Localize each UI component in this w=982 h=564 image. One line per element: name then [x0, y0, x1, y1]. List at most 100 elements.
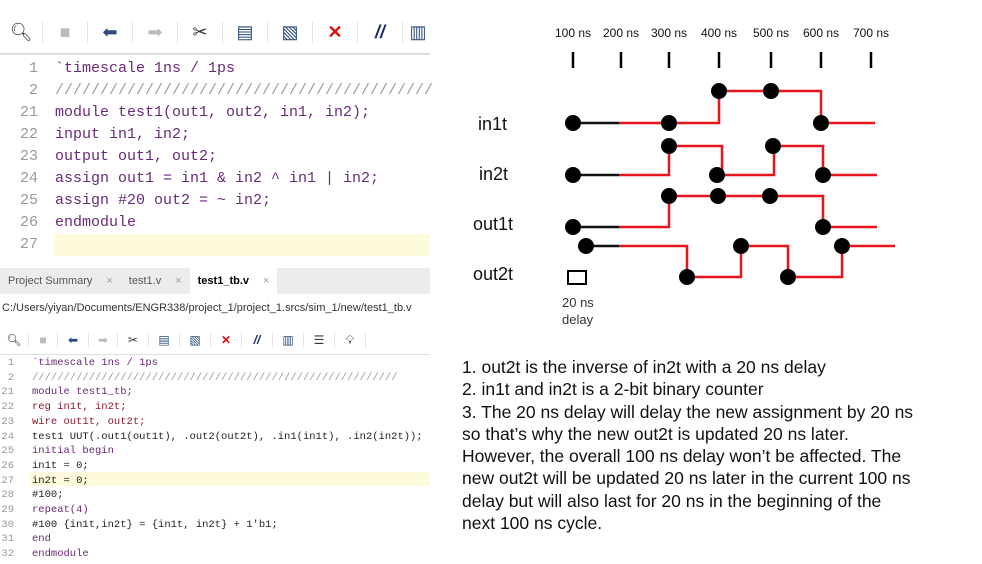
code-line[interactable]: endmodule	[55, 214, 137, 231]
tab-label: Project Summary	[8, 275, 93, 287]
out2t-transition-dot	[679, 269, 695, 285]
out2t-transition-dot	[578, 238, 594, 254]
code-line[interactable]: #100 {in1t,in2t} = {in1t, in2t} + 1'b1;	[32, 518, 278, 531]
cut-icon[interactable]: ✂	[118, 333, 149, 347]
line-number: 25	[19, 192, 38, 209]
code-line[interactable]: #100;	[32, 489, 64, 502]
note-line: 3. The 20 ns delay will delay the new as…	[462, 401, 914, 422]
out2t-transition-dot	[733, 238, 749, 254]
out1t-transition-dot	[762, 188, 778, 204]
code-line[interactable]: test1 UUT(.out1(out1t), .out2(out2t), .i…	[32, 430, 423, 443]
line-number: 21	[1, 386, 14, 399]
cut-icon[interactable]: ✂	[178, 21, 223, 43]
explanation-notes: 1. out2t is the inverse of in2t with a 2…	[462, 356, 982, 534]
save-icon[interactable]: ■	[29, 333, 58, 347]
columns-icon[interactable]: ▥	[273, 333, 304, 347]
current-line-highlight	[54, 234, 430, 256]
delete-icon[interactable]: ✕	[313, 21, 358, 43]
line-number: 31	[1, 533, 14, 546]
redo-icon[interactable]: ➡	[133, 21, 178, 43]
line-number: 22	[19, 126, 38, 143]
line-number: 21	[19, 104, 38, 121]
code-line[interactable]: reg in1t, in2t;	[32, 401, 127, 414]
code-line[interactable]: assign #20 out2 = ~ in2;	[55, 192, 272, 209]
copy-icon[interactable]: ▤	[223, 21, 268, 43]
code-line[interactable]: module test1(out1, out2, in1, in2);	[55, 104, 371, 121]
code-line[interactable]: in1t = 0;	[32, 459, 89, 472]
columns-icon[interactable]: ▥	[409, 21, 427, 42]
paste-icon[interactable]: ▧	[180, 333, 211, 347]
code-line[interactable]: `timescale 1ns / 1ps	[55, 60, 236, 77]
note-line: so that’s why the new out2t is updated 2…	[462, 423, 849, 444]
time-label: 600 ns	[803, 26, 839, 40]
code-line[interactable]: assign out1 = in1 & in2 ^ in1 | in2;	[55, 170, 380, 187]
line-number: 30	[1, 518, 14, 531]
delay-label: delay	[562, 312, 594, 327]
out2t-transition-dot	[834, 238, 850, 254]
code-line[interactable]: end	[32, 533, 51, 546]
signal-label-out2t: out2t	[473, 264, 513, 284]
search-icon[interactable]: 🔍︎	[0, 333, 29, 347]
comment-icon[interactable]: //	[242, 333, 273, 347]
code-line[interactable]: initial begin	[32, 445, 114, 458]
in2t-waveform	[619, 144, 877, 177]
current-line-highlight	[30, 472, 430, 486]
close-icon[interactable]: ×	[106, 275, 113, 287]
code-line[interactable]: wire out1t, out2t;	[32, 415, 146, 428]
search-icon[interactable]: 🔍︎	[0, 21, 43, 43]
code-line[interactable]: module test1_tb;	[32, 386, 133, 399]
in1t-transition-dot	[565, 115, 581, 131]
close-icon[interactable]: ×	[175, 275, 182, 287]
line-number: 29	[1, 504, 14, 516]
tab-project-summary[interactable]: Project Summary ×	[0, 268, 121, 294]
close-icon[interactable]: ×	[263, 275, 270, 287]
signal-label-in1t: in1t	[478, 114, 507, 134]
tab-test1-v[interactable]: test1.v×	[121, 268, 190, 294]
in2t-transition-dot	[709, 167, 725, 183]
undo-icon[interactable]: ⬅	[88, 21, 133, 43]
in1t-transition-dot	[711, 83, 727, 99]
in1t-waveform	[619, 89, 875, 125]
editor2-toolbar: 🔍︎ ■ ⬅ ➡ ✂ ▤ ▧ ✕ // ▥ ☰ 💡︎	[0, 330, 366, 350]
save-icon[interactable]: ■	[43, 21, 88, 43]
time-label: 400 ns	[701, 26, 737, 40]
in2t-transition-dot	[765, 138, 781, 154]
indent-icon[interactable]: ☰	[304, 333, 335, 347]
note-line: delay but will also last for 20 ns in th…	[462, 490, 882, 511]
in1t-transition-dot	[661, 115, 677, 131]
lightbulb-icon[interactable]: 💡︎	[335, 332, 366, 348]
code-line[interactable]: repeat(4)	[32, 504, 89, 516]
redo-icon[interactable]: ➡	[89, 333, 118, 347]
line-number: 27	[1, 474, 14, 487]
code-line[interactable]: `timescale 1ns / 1ps	[32, 357, 159, 369]
out2t-waveform	[619, 244, 895, 279]
line-number: 2	[28, 82, 38, 99]
code-line[interactable]: ////////////////////////////////////////…	[32, 371, 398, 384]
out1t-transition-dot	[710, 188, 726, 204]
time-label: 200 ns	[603, 26, 639, 40]
line-number: 1	[7, 357, 14, 369]
tab-test1-tb-v[interactable]: test1_tb.v ×	[189, 268, 278, 294]
comment-icon[interactable]: //	[358, 21, 403, 43]
delete-icon[interactable]: ✕	[211, 333, 242, 347]
in2t-transition-dot	[815, 167, 831, 183]
line-number: 23	[1, 415, 14, 428]
line-number: 23	[19, 148, 38, 165]
line-number: 26	[19, 214, 38, 231]
paste-icon[interactable]: ▧	[268, 21, 313, 43]
code-line[interactable]: in2t = 0;	[32, 474, 89, 487]
code-line[interactable]: input in1, in2;	[55, 126, 191, 143]
time-label: 300 ns	[651, 26, 687, 40]
copy-icon[interactable]: ▤	[149, 333, 180, 347]
tab-label: test1_tb.v	[197, 275, 249, 287]
note-line: 2. in1t and in2t is a 2-bit binary count…	[462, 379, 764, 400]
in1t-transition-dot	[763, 83, 779, 99]
time-label: 500 ns	[753, 26, 789, 40]
code-line[interactable]: endmodule	[32, 548, 89, 561]
code-line[interactable]: output out1, out2;	[55, 148, 218, 165]
line-number: 26	[1, 459, 14, 472]
undo-icon[interactable]: ⬅	[58, 333, 89, 347]
editor-tabs: Project Summary × test1.v× test1_tb.v ×	[0, 268, 430, 294]
line-number: 32	[1, 548, 14, 561]
code-line[interactable]: ////////////////////////////////////////…	[55, 82, 434, 99]
